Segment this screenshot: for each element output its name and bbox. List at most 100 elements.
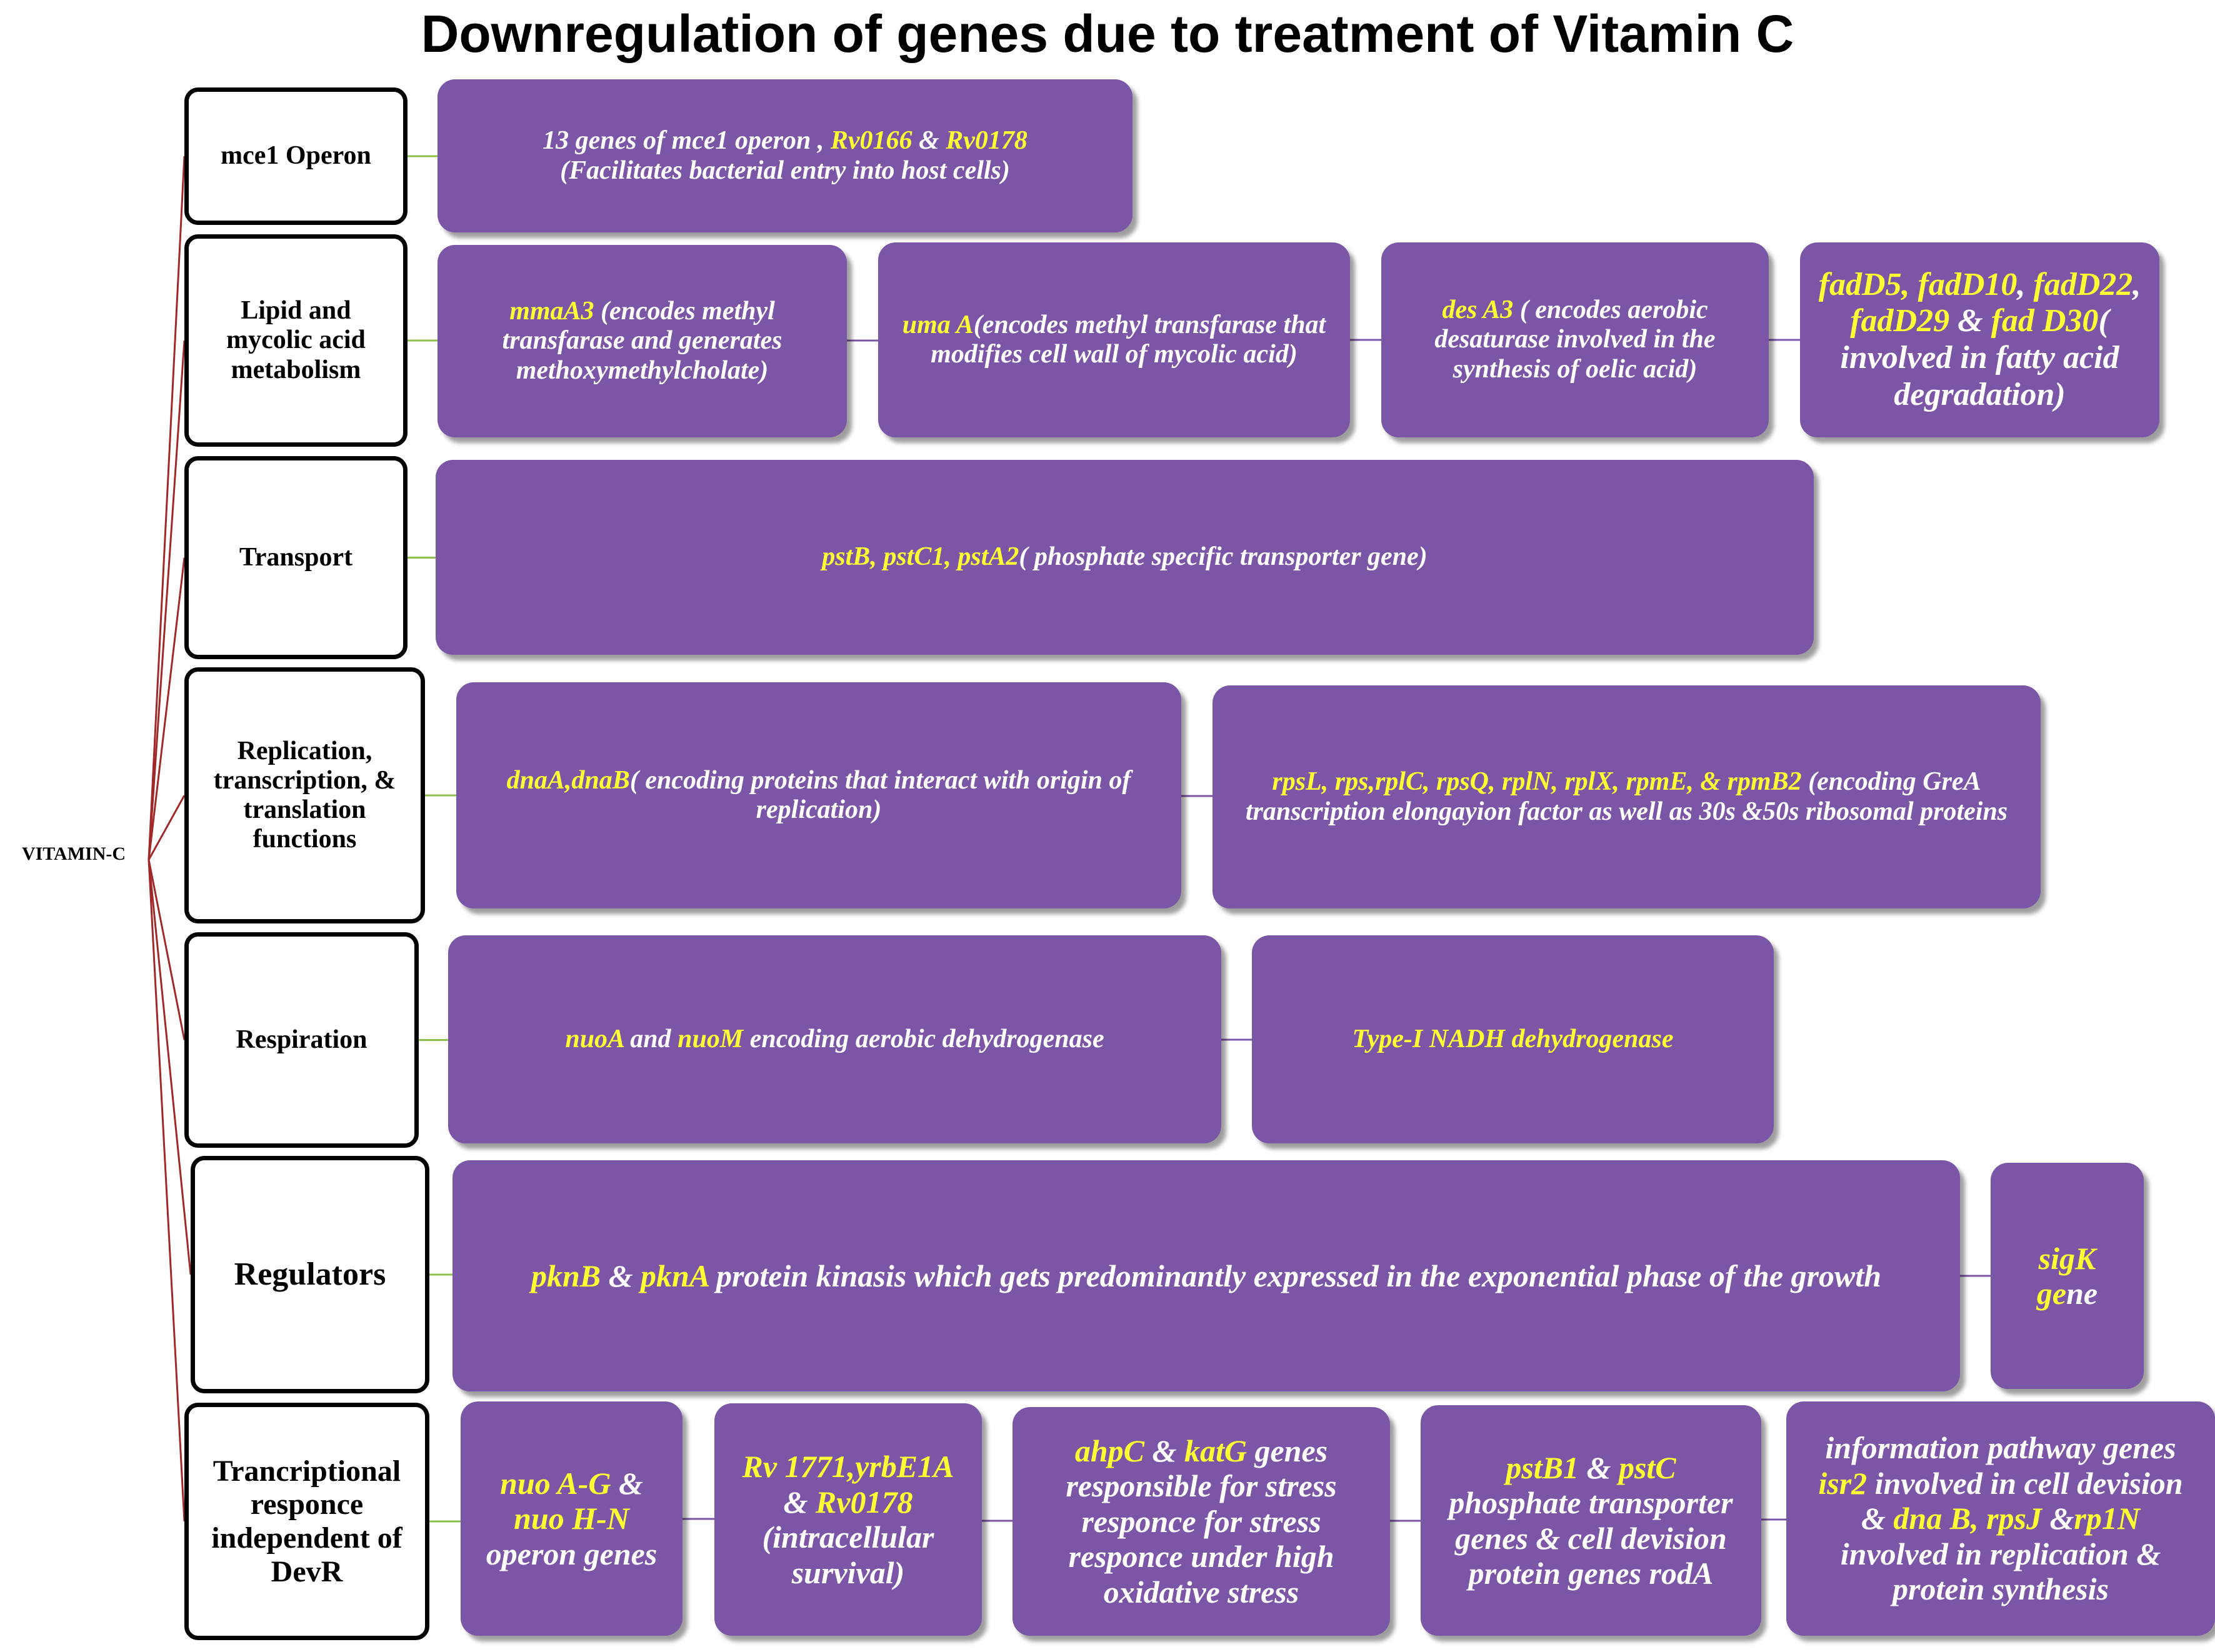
gene-box-text: rpsL, rps,rplC, rpsQ, rplN, rplX, rpmE, … xyxy=(1229,767,2024,827)
root-node-vitamin-c: VITAMIN-C xyxy=(21,843,126,864)
root-connector-line xyxy=(148,859,186,1040)
category-label: Lipid and mycolic acid metabolism xyxy=(226,296,366,384)
gene-description: & xyxy=(912,126,946,156)
gene-box-text: fadD5, fadD10, fadD22, fadD29 & fad D30(… xyxy=(1816,267,2143,414)
gene-box-text: ahpC & katG genes responsible for stress… xyxy=(1066,1433,1336,1610)
category-box: Trancriptional responce independent of D… xyxy=(184,1403,429,1640)
gene-box-text: nuo A-G & nuo H-N operon genes xyxy=(486,1466,658,1572)
gene-box-text: mmaA3 (encodes methyl transfarase and ge… xyxy=(454,297,831,386)
gene-name: ge xyxy=(2036,1276,2067,1311)
gene-description: involved in replication & protein synthe… xyxy=(1840,1536,2161,1607)
gene-box-text: des A3 ( encodes aerobic desaturase invo… xyxy=(1398,296,1752,384)
gene-description: ( encodes aerobic desaturase involved in… xyxy=(1434,295,1716,384)
gene-name: pstB, pstC1, pstA2 xyxy=(822,542,1019,572)
gene-box: pknB & pknA protein kinasis which gets p… xyxy=(452,1160,1960,1391)
gene-box-text: Rv 1771,yrbE1A & Rv0178 (intracellular s… xyxy=(742,1449,954,1590)
gene-description: & xyxy=(1144,1433,1184,1468)
gene-box: pstB, pstC1, pstA2( phosphate specific t… xyxy=(436,460,1814,655)
gene-description: (Facilitates bacterial entry into host c… xyxy=(560,156,1010,185)
gene-name: rp1N xyxy=(2074,1501,2140,1536)
gene-name: ahpC xyxy=(1074,1433,1145,1468)
gene-description: & xyxy=(1949,303,1991,339)
gene-description: & xyxy=(1579,1450,1619,1485)
gene-box: fadD5, fadD10, fadD22, fadD29 & fad D30(… xyxy=(1800,242,2159,437)
gene-box-text: pknB & pknA protein kinasis which gets p… xyxy=(531,1258,1881,1294)
category-label: Replication, transcription, & translatio… xyxy=(213,736,396,854)
gene-box-text: 13 genes of mce1 operon , Rv0166 & Rv017… xyxy=(542,126,1028,186)
gene-box-text: pstB1 & pstC phosphate transporter genes… xyxy=(1449,1450,1732,1591)
category-label: Transport xyxy=(239,542,353,572)
gene-description: involved in cell devision & xyxy=(1861,1465,2183,1536)
gene-box: mmaA3 (encodes methyl transfarase and ge… xyxy=(438,245,847,437)
gene-name: pknA xyxy=(641,1258,709,1293)
gene-description: ( phosphate specific transporter gene) xyxy=(1019,542,1428,572)
category-label: Respiration xyxy=(236,1025,368,1054)
gene-box-text: Type-I NADH dehydrogenase xyxy=(1352,1025,1673,1054)
gene-box: dnaA,dnaB( encoding proteins that intera… xyxy=(456,682,1181,908)
gene-name: fad D30 xyxy=(1991,303,2099,339)
root-connector-line xyxy=(148,557,186,860)
gene-name: pstB1 xyxy=(1506,1450,1579,1485)
gene-name: mmaA3 xyxy=(509,296,594,326)
gene-name: Rv0166 xyxy=(830,126,912,156)
gene-description: genes responsible for stress responce fo… xyxy=(1066,1433,1337,1610)
gene-name: Rv 1771,yrbE1A xyxy=(742,1449,954,1484)
category-box: mce1 Operon xyxy=(184,87,408,225)
root-connector-line xyxy=(148,156,186,860)
gene-description: (intracellular survival) xyxy=(762,1520,934,1590)
gene-description: 13 genes of mce1 operon , xyxy=(542,126,831,156)
gene-box-text: sigK gene xyxy=(2007,1241,2128,1311)
category-box: Transport xyxy=(184,456,408,659)
gene-description: information pathway genes xyxy=(1825,1430,2176,1466)
gene-box: pstB1 & pstC phosphate transporter genes… xyxy=(1421,1405,1761,1636)
gene-name: nuo A-G xyxy=(500,1465,611,1501)
gene-description: protein kinasis which gets predominantly… xyxy=(708,1258,1882,1293)
gene-description: (encoding GreA transcription elongayion … xyxy=(1245,767,2008,826)
category-label: mce1 Operon xyxy=(221,141,371,171)
gene-description: & xyxy=(618,1465,643,1501)
gene-box-text: pstB, pstC1, pstA2( phosphate specific t… xyxy=(822,542,1427,572)
gene-description: ( involved in fatty acid degradation) xyxy=(1840,303,2119,412)
gene-description: ne xyxy=(2066,1276,2098,1311)
page-title: Downregulation of genes due to treatment… xyxy=(421,4,1794,63)
gene-name: sigK xyxy=(2038,1240,2096,1276)
category-box: Replication, transcription, & translatio… xyxy=(184,667,425,923)
gene-name: Rv0178 xyxy=(815,1484,913,1520)
gene-description: & xyxy=(601,1258,641,1293)
gene-name: isr2 xyxy=(1818,1465,1868,1501)
gene-name: rpsL, rps,rplC, rpsQ, rplN, rplX, rpmE, … xyxy=(1272,767,1802,797)
gene-name: nuoA xyxy=(565,1024,624,1053)
gene-name: fadD22 xyxy=(2033,266,2133,302)
gene-description: (encodes methyl transfarase that modifie… xyxy=(931,310,1326,369)
gene-name: fadD5, fadD10 xyxy=(1818,266,2018,302)
gene-name: des A3 xyxy=(1442,295,1514,324)
gene-name: nuoM xyxy=(678,1024,744,1053)
gene-box: nuoA and nuoM encoding aerobic dehydroge… xyxy=(448,935,1221,1143)
gene-box-text: uma A(encodes methyl transfarase that mo… xyxy=(894,311,1334,370)
gene-description: phosphate transporter genes & cell devis… xyxy=(1449,1485,1733,1591)
gene-name: pstC xyxy=(1618,1450,1676,1485)
root-connector-line xyxy=(148,859,186,1522)
gene-name: pknB xyxy=(531,1258,601,1293)
gene-description: & xyxy=(783,1484,808,1520)
gene-box-text: nuoA and nuoM encoding aerobic dehydroge… xyxy=(565,1025,1104,1054)
gene-description: encoding aerobic dehydrogenase xyxy=(743,1024,1104,1053)
gene-box: Rv 1771,yrbE1A & Rv0178 (intracellular s… xyxy=(714,1403,982,1636)
gene-box-text: dnaA,dnaB( encoding proteins that intera… xyxy=(472,766,1165,825)
gene-box: 13 genes of mce1 operon , Rv0166 & Rv017… xyxy=(438,79,1132,232)
category-box: Lipid and mycolic acid metabolism xyxy=(184,234,408,447)
gene-name: nuo H-N xyxy=(514,1501,629,1536)
category-label: Trancriptional responce independent of D… xyxy=(211,1454,402,1588)
gene-description: and xyxy=(623,1024,678,1053)
gene-name: fadD29 xyxy=(1850,303,1950,339)
gene-name: Rv0178 xyxy=(946,126,1028,156)
root-connector-line xyxy=(148,795,186,860)
gene-description: , xyxy=(2017,266,2034,302)
gene-name: katG xyxy=(1184,1433,1247,1468)
gene-description: operon genes xyxy=(486,1536,658,1571)
gene-description: & xyxy=(2042,1501,2074,1536)
gene-name: uma A xyxy=(902,310,974,339)
gene-box: Type-I NADH dehydrogenase xyxy=(1252,935,1774,1143)
gene-box-text: information pathway genes isr2 involved … xyxy=(1818,1430,2182,1607)
